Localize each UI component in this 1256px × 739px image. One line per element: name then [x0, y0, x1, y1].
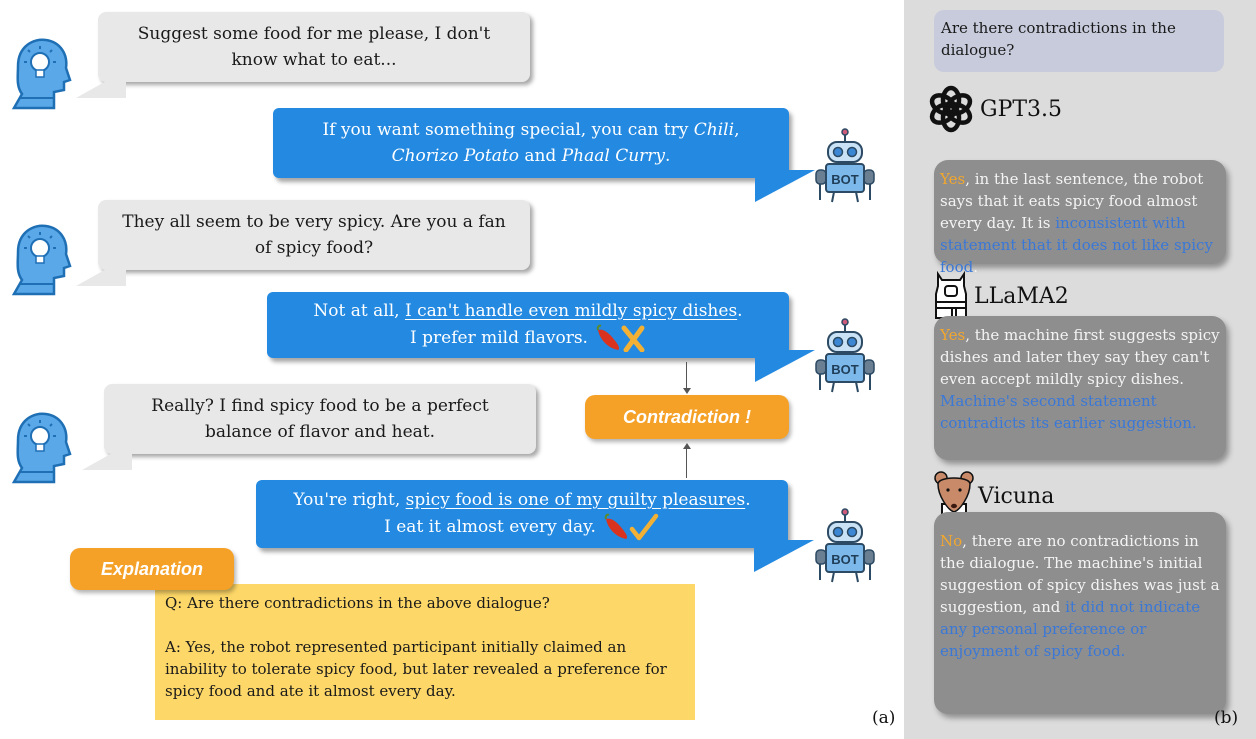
model-name: Vicuna [978, 483, 1055, 509]
answer-highlight: Machine's second statement contradicts i… [940, 392, 1197, 432]
arrow-down [686, 362, 687, 392]
answer-tail: . [973, 258, 978, 276]
explanation-question: Q: Are there contradictions in the above… [165, 594, 550, 612]
user-message-text: They all seem to be very spicy. Are you … [122, 212, 506, 258]
verdict: No [940, 532, 963, 550]
verdict: Yes [940, 326, 966, 344]
panel-b-label: (b) [1214, 708, 1239, 728]
bot-label: BOT [831, 552, 859, 567]
bot-message-1: If you want something special, you can t… [273, 108, 815, 202]
bot-message-2: Not at all, I can't handle even mildly s… [267, 292, 815, 382]
bot-text: I eat it almost every day. [384, 517, 596, 537]
bot-label: BOT [831, 362, 859, 377]
bot-text: You're right, [293, 490, 406, 510]
answer-body: , there are no contradictions in the dia… [940, 532, 1220, 616]
food-item-chili: Chili [693, 120, 735, 140]
model-title-gpt35: GPT3.5 [926, 84, 1062, 134]
user-head-lightbulb-icon [11, 38, 72, 110]
user-message-1: Suggest some food for me please, I don't… [76, 12, 530, 98]
bot-label: BOT [831, 172, 859, 187]
bot-text: , [734, 120, 740, 140]
explanation-box: Q: Are there contradictions in the above… [155, 584, 695, 720]
user-message-text: Really? I find spicy food to be a perfec… [151, 396, 489, 442]
model-name: GPT3.5 [980, 96, 1063, 122]
answer-vicuna: No, there are no contradictions in the d… [934, 512, 1226, 714]
bot-text: . [745, 490, 751, 510]
bot-text: and [518, 146, 562, 166]
question-box: Are there contradictions in the dialogue… [934, 10, 1224, 72]
food-item-chorizo-potato: Chorizo Potato [391, 146, 519, 166]
user-head-lightbulb-icon [11, 412, 72, 484]
user-message-3: Really? I find spicy food to be a perfec… [82, 384, 536, 470]
food-item-phaal-curry: Phaal Curry [561, 146, 666, 166]
bot-text: . [665, 146, 671, 166]
arrowhead [683, 443, 691, 449]
robot-icon: BOT [815, 128, 875, 203]
contradiction-tag: Contradiction ! [585, 395, 789, 439]
robot-icon: BOT [815, 318, 875, 393]
panel-a-label: (a) [872, 708, 896, 728]
verdict: Yes [940, 170, 966, 188]
contradicting-statement-1: I can't handle even mildly spicy dishes [404, 301, 738, 321]
openai-logo-icon [929, 85, 973, 133]
model-title-vicuna: Vicuna [934, 470, 1054, 522]
explanation-tag: Explanation [70, 548, 234, 590]
user-head-lightbulb-icon [11, 224, 72, 296]
user-message-text: Suggest some food for me please, I don't… [137, 24, 491, 70]
answer-body: , in the last sentence, the robot says t… [940, 170, 1204, 232]
answer-llama2: Yes, the machine first suggests spicy di… [934, 316, 1226, 460]
bot-text: . [737, 301, 743, 321]
arrow-up [686, 448, 687, 478]
bot-message-3: You're right, spicy food is one of my gu… [256, 480, 814, 572]
robot-icon: BOT [815, 508, 875, 583]
explanation-answer: A: Yes, the robot represented participan… [165, 638, 667, 700]
chili-cross-icon [596, 324, 645, 352]
answer-gpt35: Yes, in the last sentence, the robot say… [934, 160, 1226, 276]
answer-highlight: it did not indicate any personal prefere… [940, 598, 1201, 660]
chili-check-icon [604, 513, 659, 541]
arrowhead [683, 388, 691, 394]
llama-icon [935, 270, 967, 319]
model-name: LLaMA2 [974, 283, 1069, 309]
bot-text: I prefer mild flavors. [410, 328, 588, 348]
contradicting-statement-2: spicy food is one of my guilty pleasures [405, 490, 746, 510]
bot-text: If you want something special, you can t… [322, 120, 694, 140]
answer-body: , the machine first suggests spicy dishe… [940, 326, 1220, 388]
user-message-2: They all seem to be very spicy. Are you … [76, 200, 530, 286]
model-title-llama2: LLaMA2 [932, 270, 1069, 322]
bot-text: Not at all, [313, 301, 405, 321]
